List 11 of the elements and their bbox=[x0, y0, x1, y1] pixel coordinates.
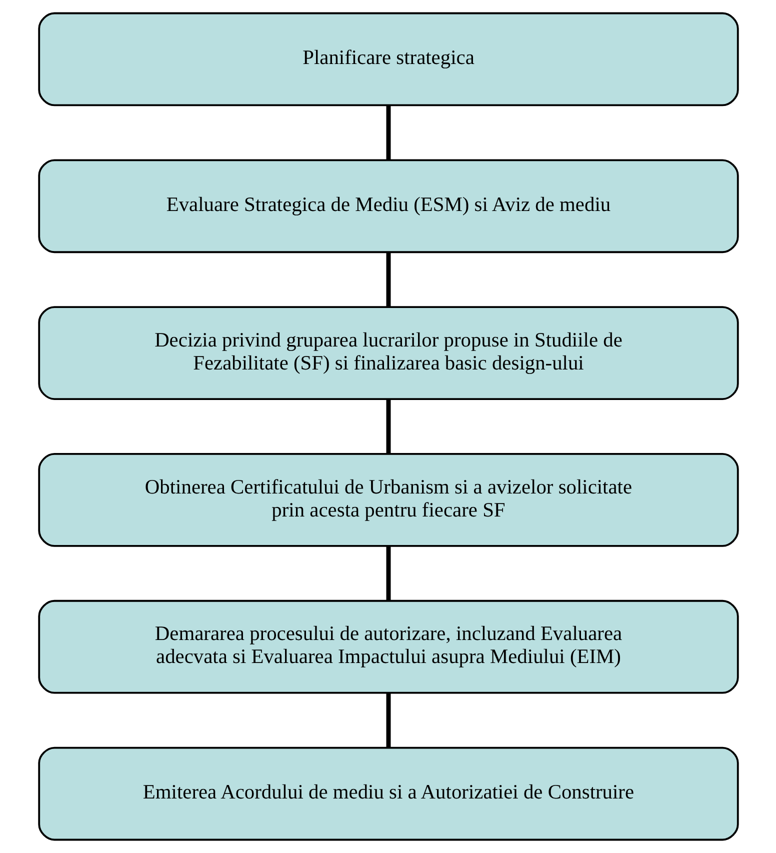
node-box: Emiterea Acordului de mediu si a Autorizatiei de Construire bbox=[38, 746, 738, 841]
connector bbox=[386, 105, 390, 160]
node-box: Demararea procesului de autorizare, incluzand Evaluarea adecvata si Evaluarea Impactului asupra Mediului (EIM) bbox=[38, 600, 738, 694]
connector bbox=[386, 252, 390, 307]
node-box: Evaluare Strategica de Mediu (ESM) si Aviz de mediu bbox=[38, 159, 738, 254]
node-box: Planificare strategica bbox=[38, 12, 738, 106]
connector bbox=[386, 546, 390, 601]
node-box: Decizia privind gruparea lucrarilor propuse in Studiile de Fezabilitate (SF) si finalizarea basic design-ului bbox=[38, 306, 738, 400]
node-box: Obtinerea Certificatului de Urbanism si a avizelor solicitate prin acesta pentru fiecare SF bbox=[38, 453, 738, 547]
connector bbox=[386, 399, 390, 454]
connector bbox=[386, 693, 390, 748]
